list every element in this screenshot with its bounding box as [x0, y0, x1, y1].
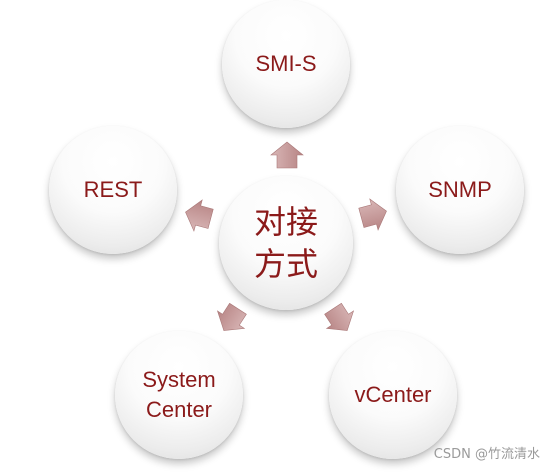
node-vcenter-label: vCenter: [354, 382, 432, 407]
arrow-to-rest: [185, 199, 214, 232]
arrow-to-system-center: [216, 302, 247, 331]
node-smis-label: SMI-S: [255, 51, 317, 76]
watermark: CSDN @竹流清水: [433, 447, 540, 462]
node-system-center-label-line2: Center: [145, 397, 213, 422]
node-vcenter: vCenter: [329, 331, 457, 459]
node-snmp-label: SNMP: [428, 177, 492, 202]
arrow-to-snmp: [358, 198, 387, 231]
node-system-center-label-line1: System: [142, 367, 216, 392]
center-node-label: 对接方式: [253, 203, 318, 283]
node-smis: SMI-S: [222, 0, 350, 128]
node-system-center: System Center: [115, 331, 243, 459]
node-snmp: SNMP: [396, 126, 524, 254]
node-rest-label: REST: [83, 177, 143, 202]
arrow-to-vcenter: [324, 302, 355, 331]
node-rest: REST: [49, 126, 177, 254]
center-node: 对接方式: [219, 176, 353, 310]
arrow-to-smis: [270, 141, 304, 169]
